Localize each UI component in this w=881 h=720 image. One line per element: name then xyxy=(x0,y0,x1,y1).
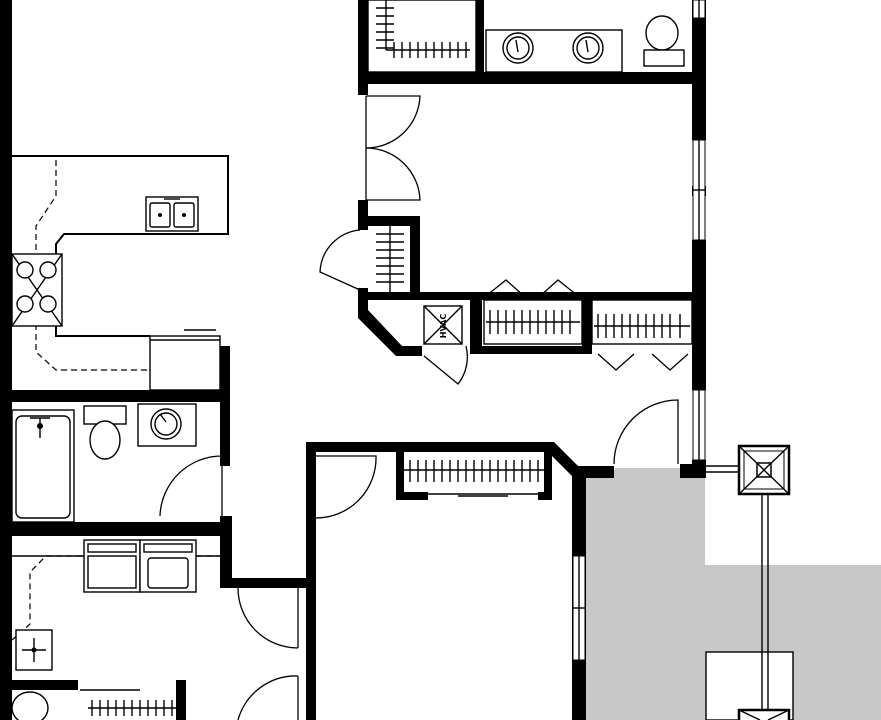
window-icon xyxy=(692,0,706,19)
porch-beam xyxy=(705,465,769,710)
water-heater-icon xyxy=(15,629,53,671)
sink-icon xyxy=(137,403,197,447)
range-icon xyxy=(11,253,63,327)
door-swing-icon xyxy=(159,455,223,517)
patio-area xyxy=(586,468,881,720)
hvac-closet: HVAC xyxy=(423,305,463,345)
patio-planter xyxy=(705,651,794,720)
window-icon xyxy=(692,389,706,461)
closet-rod-icon xyxy=(591,299,693,345)
door-swing-icon xyxy=(237,587,299,649)
double-sink-icon xyxy=(145,196,199,232)
column-icon xyxy=(737,708,791,720)
toilet-icon xyxy=(643,15,685,67)
door-swing-icon xyxy=(315,455,377,519)
closet-rod-icon xyxy=(80,689,176,716)
toilet-icon xyxy=(11,691,49,720)
column-icon xyxy=(737,444,791,496)
door-swing-icon xyxy=(365,95,421,201)
double-sink-icon xyxy=(485,29,623,73)
toilet-icon xyxy=(83,405,127,460)
refrigerator-icon xyxy=(149,329,221,391)
closet-rod-icon xyxy=(367,0,477,73)
dryer-icon xyxy=(139,539,197,593)
bifold-door-icon xyxy=(485,279,689,371)
hvac-label: HVAC xyxy=(439,314,448,339)
door-swing-icon xyxy=(319,229,361,291)
closet-rod-icon xyxy=(376,226,404,292)
window-icon xyxy=(692,139,706,241)
closet-rod-icon xyxy=(404,460,544,497)
door-swing-icon xyxy=(613,399,679,465)
bathtub-icon xyxy=(11,409,75,523)
door-swing-icon xyxy=(237,675,299,720)
washer-icon xyxy=(83,539,141,593)
window-icon xyxy=(572,555,586,661)
door-swing-icon xyxy=(423,345,469,385)
closet-rod-icon xyxy=(483,299,583,345)
